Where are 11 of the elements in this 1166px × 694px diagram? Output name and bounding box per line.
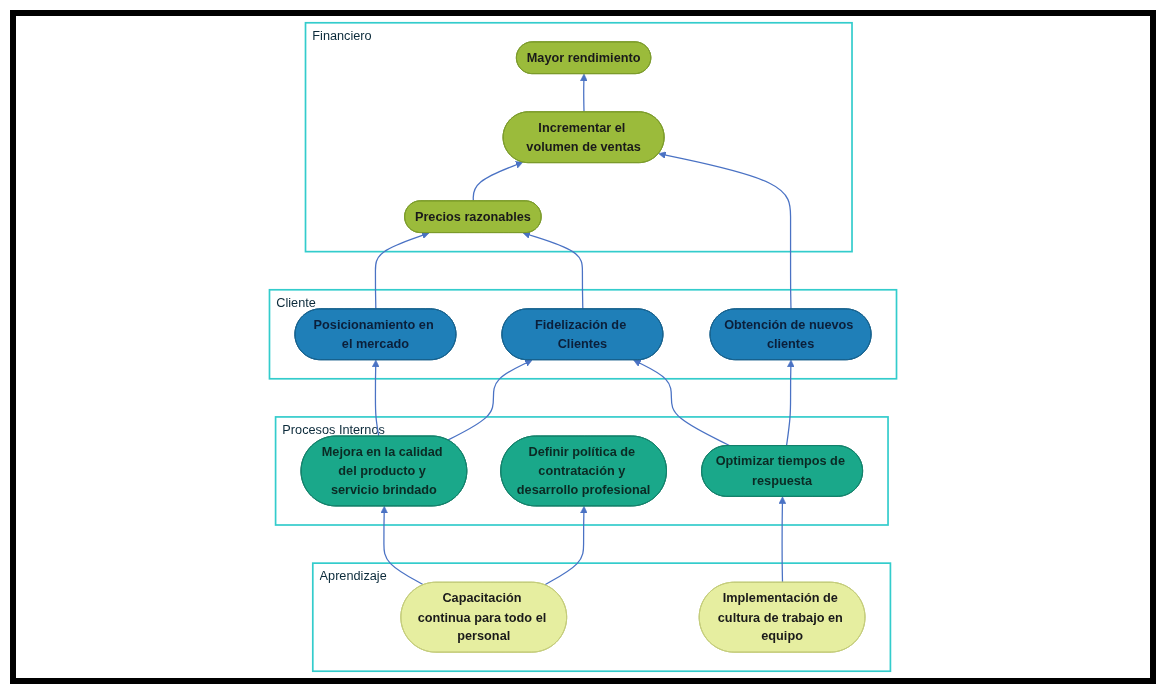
- arrow: [522, 231, 584, 310]
- arrow: [778, 496, 787, 584]
- arrow: [380, 506, 425, 586]
- arrow: [580, 73, 588, 113]
- arrow: [543, 506, 588, 586]
- arrow: [447, 359, 533, 441]
- arrow: [658, 151, 792, 310]
- arrow: [374, 231, 430, 310]
- arrow: [371, 359, 380, 438]
- arrow: [785, 359, 795, 447]
- arrow: [472, 161, 524, 202]
